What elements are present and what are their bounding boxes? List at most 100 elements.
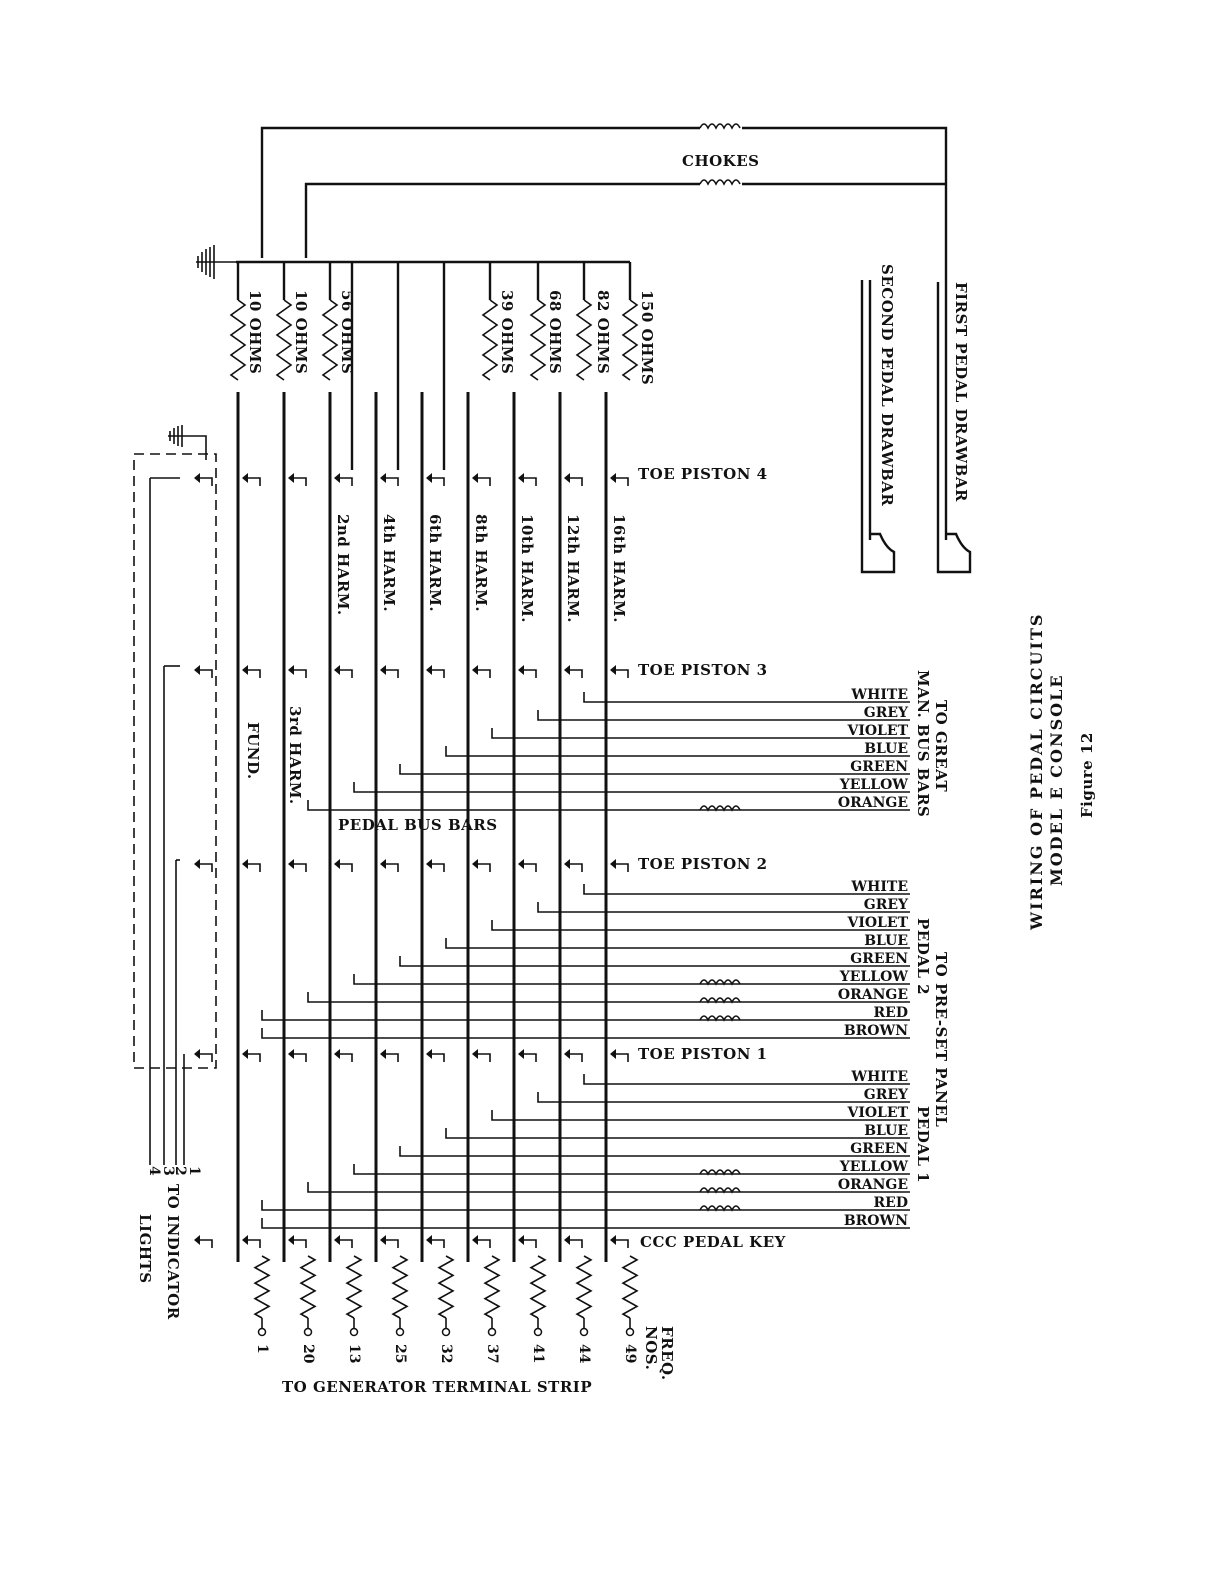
output-wires [261, 692, 910, 1229]
contact-arrow-icon [288, 1049, 294, 1059]
wire-color-label: GREEN [850, 759, 908, 775]
contact-spring [570, 1239, 583, 1248]
contact-arrow-icon [194, 1235, 200, 1245]
contact-arrow-icon [518, 1235, 524, 1245]
output-wire [261, 1200, 910, 1211]
contact-arrow-icon [380, 473, 386, 483]
harmonic-label: 4th HARM. [380, 514, 398, 612]
contact-arrow-icon [242, 1049, 248, 1059]
freq-nos-label: FREQ. [658, 1326, 676, 1381]
contact-spring [294, 863, 307, 872]
contact-arrow-icon [564, 665, 570, 675]
contact-arrow-icon [564, 1235, 570, 1245]
contact-arrow-icon [564, 473, 570, 483]
terminal-resistor-icon [483, 1255, 501, 1319]
harmonic-label: 12th HARM. [564, 514, 582, 623]
contact-arrow-icon [242, 859, 248, 869]
contact-arrow-icon [334, 473, 340, 483]
wire-color-label: BROWN [844, 1023, 908, 1039]
contact-arrow-icon [426, 859, 432, 869]
wire-color-labels: WHITEGREYVIOLETBLUEGREENYELLOWORANGEWHIT… [838, 687, 909, 1229]
resistor-label: 10 OHMS [246, 290, 264, 374]
wire-color-label: BLUE [864, 1123, 908, 1139]
contact-spring [478, 863, 491, 872]
resistor-label: 82 OHMS [594, 290, 612, 374]
contact-arrow-icon [288, 473, 294, 483]
terminal-resistor-icon [437, 1255, 455, 1319]
contact-spring [200, 863, 213, 872]
wire-color-label: GREY [864, 705, 909, 721]
contact-arrow-icon [610, 1049, 616, 1059]
contact-spring [570, 669, 583, 678]
resistor-icon [229, 299, 247, 381]
contact-spring [294, 669, 307, 678]
output-wire [307, 800, 910, 811]
to-great-label: TO GREAT [932, 700, 950, 792]
contact-arrow-icon [380, 1049, 386, 1059]
terminal-resistor-icon [575, 1255, 593, 1319]
contact-arrow-icon [472, 473, 478, 483]
contact-spring [478, 1053, 491, 1062]
terminal-number: 41 [530, 1344, 546, 1363]
terminal-number: 1 [254, 1344, 270, 1354]
wire-color-label: BLUE [864, 741, 908, 757]
contact-spring [294, 1053, 307, 1062]
contact-spring [200, 1239, 213, 1248]
wire-color-label: YELLOW [839, 777, 909, 793]
wire-color-label: VIOLET [846, 915, 908, 931]
choke-coil-icon [699, 997, 741, 1004]
harmonic-label: 8th HARM. [472, 514, 490, 612]
indicator-light-circuit [133, 453, 217, 1165]
contact-arrow-icon [564, 1049, 570, 1059]
terminal-post-icon [487, 1327, 497, 1337]
contact-arrow-icon [426, 1049, 432, 1059]
contact-arrow-icon [334, 1049, 340, 1059]
harmonic-labels: 2nd HARM.4th HARM.6th HARM.8th HARM.10th… [334, 514, 628, 623]
contact-spring [478, 669, 491, 678]
contact-arrow-icon [472, 665, 478, 675]
terminal-post-icon [395, 1327, 405, 1337]
contact-spring [524, 1239, 537, 1248]
contact-arrow-icon [334, 1235, 340, 1245]
contact-spring [340, 1053, 353, 1062]
resistor-columns [229, 262, 639, 470]
contact-arrow-icon [518, 473, 524, 483]
contact-arrow-icon [242, 473, 248, 483]
wire-color-label: GREY [864, 1087, 909, 1103]
contact-spring [386, 1053, 399, 1062]
wire-color-label: GREY [864, 897, 909, 913]
contact-arrow-icon [518, 859, 524, 869]
indicator-number: 4 [146, 1166, 162, 1176]
contact-spring [478, 477, 491, 486]
contact-arrow-icon [610, 473, 616, 483]
contact-spring [432, 477, 445, 486]
harmonic-label: 6th HARM. [426, 514, 444, 612]
contact-arrow-icon [610, 1235, 616, 1245]
diagram-title: WIRING OF PEDAL CIRCUITS [1027, 613, 1046, 931]
output-wire [353, 782, 910, 793]
wire-color-label: YELLOW [839, 969, 909, 985]
output-wire [307, 992, 910, 1003]
contact-spring [200, 1053, 213, 1062]
output-wire [445, 746, 910, 757]
output-wire [583, 1074, 910, 1085]
contact-arrow-icon [472, 859, 478, 869]
output-wire [399, 1146, 910, 1157]
terminal-resistor-icon [345, 1255, 363, 1319]
contact-spring [616, 1053, 629, 1062]
wire-color-label: RED [874, 1195, 908, 1211]
output-wire [583, 884, 910, 895]
first-pedal-drawbar-label: FIRST PEDAL DRAWBAR [952, 282, 970, 502]
contact-arrow-icon [380, 665, 386, 675]
third-harm-label: 3rd HARM. [286, 706, 304, 805]
terminal-post-icon [349, 1327, 359, 1337]
wire-color-label: RED [874, 1005, 908, 1021]
wire-color-label: BLUE [864, 933, 908, 949]
resistor-icon [321, 299, 339, 381]
output-wire [445, 938, 910, 949]
terminal-post-icon [579, 1327, 589, 1337]
contact-spring [340, 863, 353, 872]
terminal-post-icon [625, 1327, 635, 1337]
